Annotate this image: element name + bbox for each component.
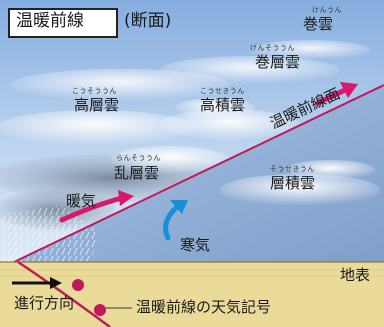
ground-label: 地表 <box>340 266 371 284</box>
direction-label: 進行方向 <box>14 294 75 312</box>
nimbostratus-reading: らんそううん <box>116 154 161 162</box>
symbol-legend-label: 温暖前線の天気記号 <box>136 298 272 316</box>
cirrus-cloud-layer <box>10 40 370 101</box>
stratocumulus-label: 層積雲 <box>270 174 316 192</box>
stratocumulus-reading: そうせきうん <box>270 165 315 173</box>
altocumulus-label: 高積雲 <box>200 96 246 114</box>
cold-air-arrow <box>163 200 188 241</box>
warm-front-semicircle-2 <box>94 304 106 316</box>
title-box <box>8 8 118 38</box>
warm-air-label: 暖気 <box>66 192 97 210</box>
cold-air-label: 寒気 <box>180 236 211 254</box>
stratocumulus-cloud-layer <box>220 160 380 206</box>
altocumulus-reading: こうせきうん <box>200 87 245 95</box>
altostratus-reading: こうそううん <box>72 87 117 95</box>
altostratus-label: 高層雲 <box>74 96 120 114</box>
cirrostratus-label: 巻層雲 <box>255 53 301 71</box>
warm-front-symbol-line <box>17 260 111 327</box>
mid-cloud-layer <box>0 98 300 146</box>
title-subtitle: (断面) <box>124 11 172 31</box>
rain-area <box>0 205 100 262</box>
ground-hatch <box>0 269 384 277</box>
cirrus-reading: けんうん <box>312 6 342 14</box>
warm-air-arrow-lower <box>59 190 134 223</box>
nimbostratus-label: 乱層雲 <box>114 164 160 182</box>
warm-front-surface-line <box>13 84 384 263</box>
direction-arrow <box>12 277 62 289</box>
warm-air-arrow-upper <box>315 82 358 106</box>
warm-front-semicircle-1 <box>72 279 84 291</box>
title-main: 温暖前線 <box>16 11 84 31</box>
cirrostratus-reading: けんそううん <box>250 44 295 52</box>
cirrus-label: 巻雲 <box>303 15 334 33</box>
